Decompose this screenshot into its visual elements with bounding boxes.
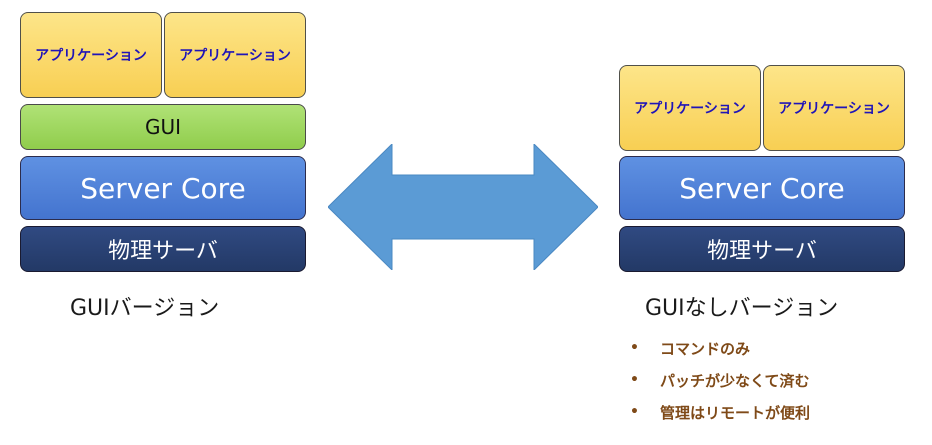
feature-text: コマンドのみ bbox=[660, 339, 751, 358]
feature-item: • パッチが少なくて済む bbox=[630, 364, 810, 396]
right-application-label-1: アプリケーション bbox=[634, 101, 746, 117]
left-server-core-layer: Server Core bbox=[20, 156, 306, 220]
bullet-icon: • bbox=[630, 372, 639, 388]
right-caption: GUIなしバージョン bbox=[645, 296, 839, 321]
left-application-label-1: アプリケーション bbox=[35, 48, 147, 64]
bullet-icon: • bbox=[630, 404, 639, 420]
left-application-label-2: アプリケーション bbox=[179, 48, 291, 64]
left-application-box-2: アプリケーション bbox=[164, 12, 306, 98]
right-physical-server-layer: 物理サーバ bbox=[619, 226, 905, 272]
right-server-core-layer: Server Core bbox=[619, 156, 905, 220]
left-physical-server-label: 物理サーバ bbox=[108, 239, 218, 264]
feature-text: パッチが少なくて済む bbox=[660, 371, 810, 390]
feature-text: 管理はリモートが便利 bbox=[660, 403, 811, 422]
left-caption: GUIバージョン bbox=[70, 296, 220, 321]
left-server-core-label: Server Core bbox=[80, 171, 246, 205]
feature-item: • 管理はリモートが便利 bbox=[630, 396, 810, 428]
right-physical-server-label: 物理サーバ bbox=[707, 239, 817, 264]
right-application-box-1: アプリケーション bbox=[619, 65, 761, 151]
right-application-box-2: アプリケーション bbox=[763, 65, 905, 151]
left-gui-label: GUI bbox=[144, 115, 182, 139]
left-physical-server-layer: 物理サーバ bbox=[20, 226, 306, 272]
feature-list: • コマンドのみ • パッチが少なくて済む • 管理はリモートが便利 bbox=[630, 332, 810, 428]
right-server-core-label: Server Core bbox=[679, 171, 845, 205]
feature-item: • コマンドのみ bbox=[630, 332, 810, 364]
double-arrow-icon bbox=[328, 144, 598, 270]
left-gui-layer: GUI bbox=[20, 104, 306, 150]
bullet-icon: • bbox=[630, 340, 639, 356]
right-application-label-2: アプリケーション bbox=[778, 101, 890, 117]
left-application-box-1: アプリケーション bbox=[20, 12, 162, 98]
